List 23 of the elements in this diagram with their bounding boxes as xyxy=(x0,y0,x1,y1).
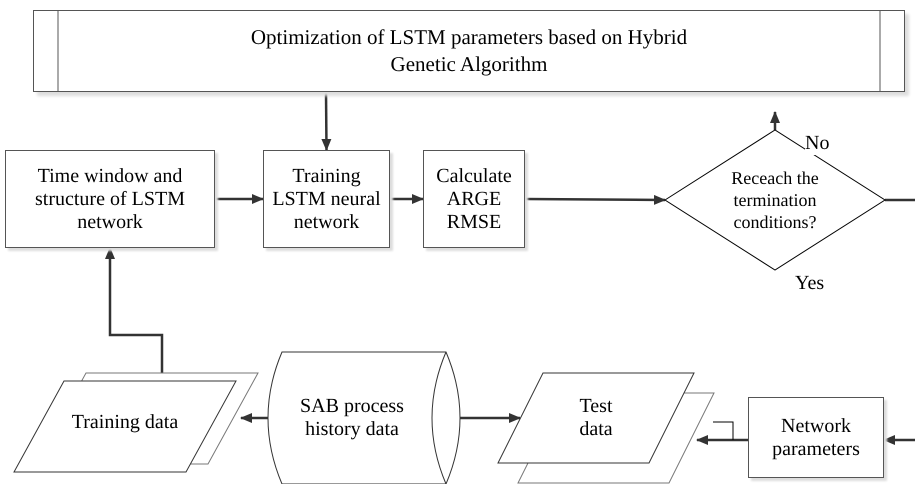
node-label: Optimization of LSTM parameters based on Hybrid Genetic Algorithm xyxy=(250,24,688,78)
arrow xyxy=(240,413,269,423)
node-label: Training LSTM neural network xyxy=(271,164,382,234)
arrow xyxy=(105,247,164,373)
process-box xyxy=(263,150,390,248)
node-label: Network parameters xyxy=(771,414,861,460)
arrow xyxy=(390,194,424,204)
arrow xyxy=(459,413,521,423)
arrow xyxy=(321,92,332,151)
node-label: Training data xyxy=(72,411,178,434)
node-label: Test data xyxy=(578,395,614,441)
process-box xyxy=(748,397,884,478)
node-label: Time window and structure of LSTM network xyxy=(34,164,186,234)
node-label: Calculate ARGE RMSE xyxy=(435,164,513,234)
arrow xyxy=(770,111,780,130)
process-box xyxy=(423,150,525,248)
arrow xyxy=(696,435,748,445)
node-label: Receach the termination conditions? xyxy=(730,167,820,233)
node-label: SAB process history data xyxy=(299,395,405,441)
process-box xyxy=(5,150,215,248)
arrow xyxy=(883,435,915,445)
arrow xyxy=(525,194,666,205)
arrow xyxy=(215,194,264,204)
